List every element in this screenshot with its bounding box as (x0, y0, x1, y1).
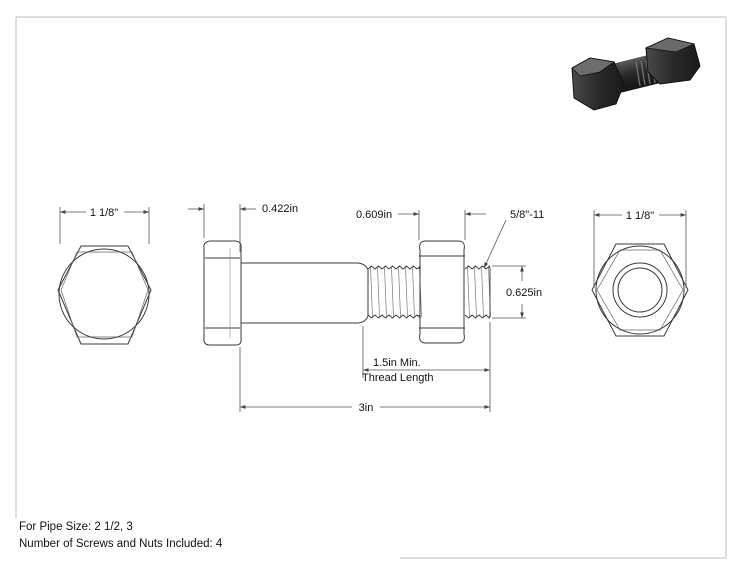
hex-width-right-label: 1 1/8" (626, 210, 654, 222)
quantity-note: Number of Screws and Nuts Included: 4 (19, 538, 223, 550)
bolt-diameter-label: 0.625in (506, 287, 542, 299)
bolt-side-view (203, 240, 369, 346)
bolt-head-side (203, 240, 242, 346)
bolt-3d-render (571, 37, 701, 111)
dim-nut-height (398, 210, 486, 240)
bolt-end-thread (464, 265, 491, 319)
dim-hex-width-left (59, 207, 150, 244)
thread-spec-leader (483, 219, 507, 269)
dim-hex-width-right (593, 210, 687, 288)
head-end-view (57, 245, 152, 345)
dim-bolt-length (239, 347, 490, 412)
head-height-label: 0.422in (262, 203, 298, 215)
nut-side-view (419, 240, 465, 344)
dim-thread-length (362, 322, 491, 412)
thread-length-label-line2: Thread Length (362, 372, 434, 384)
thread-length-label-line1: 1.5in Min. (373, 357, 421, 369)
nut-end-view (591, 243, 689, 337)
bolt-thread (367, 265, 422, 319)
bolt-length-label: 3in (359, 402, 374, 414)
nut-height-label: 0.609in (356, 209, 392, 221)
dim-bolt-diameter (492, 265, 526, 319)
bolt-shank (241, 262, 369, 324)
drawing-frame (15, 16, 727, 559)
thread-spec-label: 5/8"-11 (510, 209, 544, 221)
pipe-size-note: For Pipe Size: 2 1/2, 3 (19, 521, 133, 533)
dim-head-height (188, 204, 256, 252)
hex-width-left-label: 1 1/8" (90, 207, 118, 219)
